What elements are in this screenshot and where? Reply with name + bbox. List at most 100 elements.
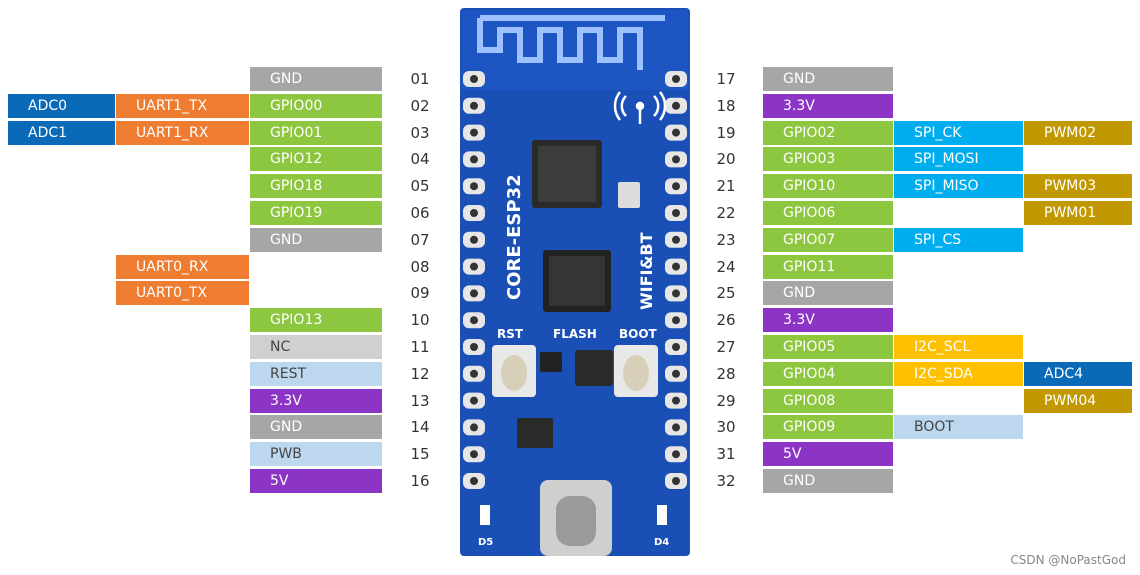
- pin-hole: [470, 128, 478, 137]
- pin-hole: [672, 262, 680, 271]
- pin-hole: [470, 289, 478, 298]
- pin-31-label-power: 5V: [763, 442, 893, 467]
- pin-29-label-pwm: PWM04: [1024, 388, 1132, 413]
- pin-number: 02: [410, 96, 430, 115]
- pin-20-label-gpio: GPIO03: [763, 147, 893, 172]
- pin-number: 23: [716, 230, 736, 249]
- pin-number: 09: [410, 284, 430, 303]
- pin-12-label-misc: REST: [250, 361, 382, 386]
- pin-04-label-gpio: GPIO12: [250, 147, 382, 172]
- usb-c-port: [556, 496, 596, 546]
- left-pin-pads: [463, 71, 485, 489]
- pin-hole: [672, 450, 680, 459]
- pin-number: 16: [410, 472, 430, 490]
- pin-number: 25: [716, 284, 736, 303]
- pin-number: 29: [716, 391, 736, 410]
- pin-number: 22: [716, 204, 736, 222]
- small-component-2: [540, 352, 562, 372]
- pin-32-label-gnd: GND: [763, 469, 893, 493]
- pin-number: 04: [410, 150, 430, 169]
- pin-27-label-i2c: I2C_SCL: [894, 335, 1023, 359]
- pin-number: 11: [410, 338, 430, 356]
- led-d4: [657, 505, 667, 525]
- pin-21-label-pwm: PWM03: [1024, 174, 1132, 199]
- pin-number: 26: [716, 311, 736, 330]
- pin-15-label-misc: PWB: [250, 442, 382, 467]
- pin-number: 15: [410, 445, 430, 464]
- pin-number: 05: [410, 177, 430, 196]
- pin-hole: [470, 343, 478, 351]
- pin-11-label-nc: NC: [250, 335, 382, 359]
- pin-hole: [470, 262, 478, 271]
- pin-number: 30: [716, 418, 736, 437]
- pin-hole: [470, 423, 478, 432]
- pin-18-label-power: 3.3V: [763, 93, 893, 118]
- pin-05-label-gpio: GPIO18: [250, 174, 382, 199]
- right-pin-pads: [665, 71, 687, 489]
- pin-06-label-gpio: GPIO19: [250, 201, 382, 225]
- pin-hole: [672, 182, 680, 191]
- pin-hole: [672, 235, 680, 244]
- small-component: [618, 182, 640, 208]
- pin-hole: [672, 477, 680, 485]
- pin-hole: [470, 75, 478, 83]
- pin-28-label-i2c: I2C_SDA: [894, 361, 1023, 386]
- pin-28-label-gpio: GPIO04: [763, 361, 893, 386]
- pin-number: 19: [716, 123, 736, 142]
- pin-22-label-gpio: GPIO06: [763, 201, 893, 225]
- pin-number: 14: [410, 418, 430, 437]
- pin-number: 10: [410, 311, 430, 330]
- pin-16-label-power: 5V: [250, 469, 382, 493]
- led-d5: [480, 505, 490, 525]
- pin-22-label-pwm: PWM01: [1024, 201, 1132, 225]
- pin-09-label-uart: UART0_TX: [116, 281, 249, 306]
- board-name-text: CORE-ESP32: [504, 174, 525, 300]
- flash-chip-face: [549, 256, 605, 306]
- pin-hole: [470, 369, 478, 378]
- pin-17-label-gnd: GND: [763, 67, 893, 91]
- pin-21-label-spi: SPI_MISO: [894, 174, 1023, 199]
- pin-07-label-gnd: GND: [250, 227, 382, 252]
- pin-03-label-adc: ADC1: [8, 120, 115, 145]
- pin-26-label-power: 3.3V: [763, 308, 893, 333]
- pin-hole: [672, 369, 680, 378]
- esp32-chip-face: [538, 146, 596, 202]
- pin-hole: [470, 101, 478, 110]
- pin-21-label-gpio: GPIO10: [763, 174, 893, 199]
- pin-14-label-gnd: GND: [250, 415, 382, 440]
- pin-01-label-gnd: GND: [250, 67, 382, 91]
- regulator-chip: [517, 418, 553, 448]
- wifi-icon: [613, 91, 667, 124]
- pin-number: 21: [716, 177, 736, 196]
- pin-27-label-gpio: GPIO05: [763, 335, 893, 359]
- d5-text: D5: [478, 537, 493, 548]
- pin-28-label-adc: ADC4: [1024, 361, 1132, 386]
- pin-23-label-gpio: GPIO07: [763, 227, 893, 252]
- pin-25-label-gnd: GND: [763, 281, 893, 306]
- pin-03-label-gpio: GPIO01: [250, 120, 382, 145]
- pin-02-label-uart: UART1_TX: [116, 93, 249, 118]
- pin-number: 32: [716, 472, 736, 490]
- rst-text: RST: [497, 327, 524, 341]
- pin-24-label-gpio: GPIO11: [763, 254, 893, 279]
- pin-02-label-gpio: GPIO00: [250, 93, 382, 118]
- pin-02-label-adc: ADC0: [8, 93, 115, 118]
- pin-hole: [470, 235, 478, 244]
- pin-number: 01: [410, 70, 430, 88]
- pin-hole: [672, 101, 680, 110]
- pin-hole: [672, 75, 680, 83]
- pin-number: 20: [716, 150, 736, 169]
- pin-hole: [672, 155, 680, 164]
- pin-hole: [470, 155, 478, 164]
- pin-19-label-gpio: GPIO02: [763, 120, 893, 145]
- pin-30-label-misc: BOOT: [894, 415, 1023, 440]
- boot-text: BOOT: [619, 327, 658, 341]
- pin-hole: [470, 396, 478, 405]
- pin-08-label-uart: UART0_RX: [116, 254, 249, 279]
- pin-hole: [470, 182, 478, 191]
- rst-button-cap: [501, 355, 527, 391]
- pin-hole: [470, 450, 478, 459]
- pin-number: 24: [716, 257, 736, 276]
- pin-hole: [672, 316, 680, 325]
